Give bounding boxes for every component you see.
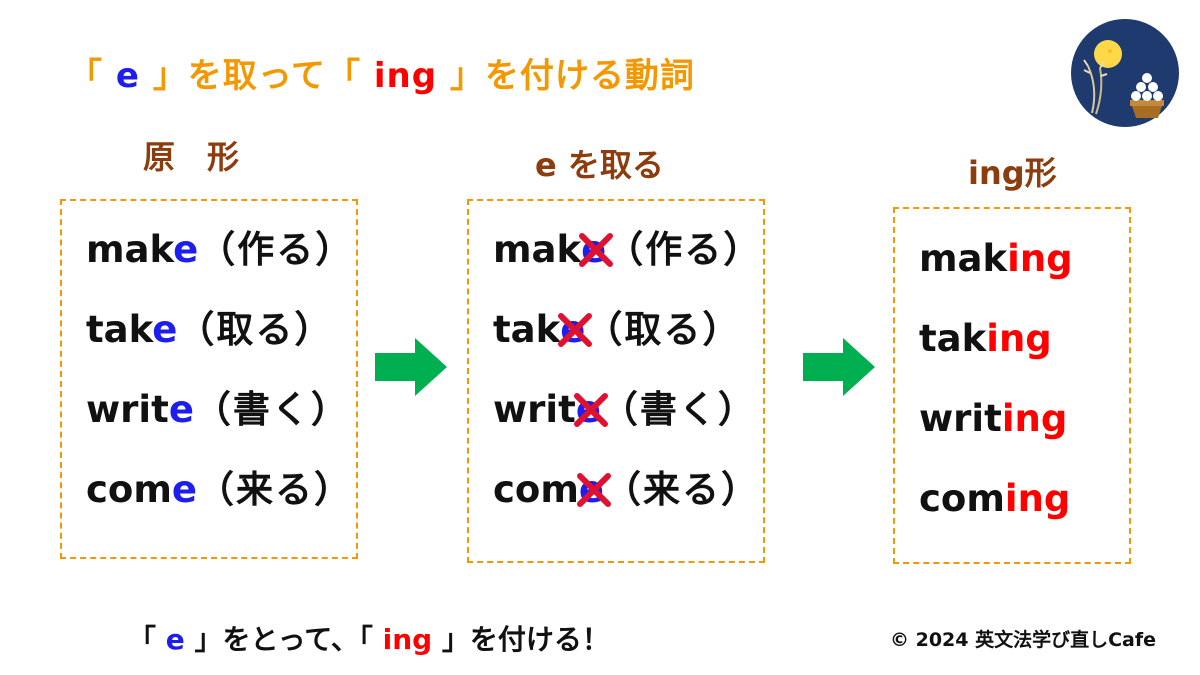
x-mark-icon [579,233,614,267]
heading-base-form: 原 形 [143,138,240,176]
x-mark-icon [573,393,608,427]
list-item: come（来る） [493,468,761,511]
page-title: 「 e 」を取って「 ing 」を付ける動詞 [68,56,695,96]
rule-summary: 「 e 」をとって、「 ing 」を付ける！ [128,623,610,656]
list-item: come（来る） [86,468,354,511]
list-item: take（取る） [493,308,742,351]
copyright-notice: © 2024 英文法学び直しCafe [890,629,1157,651]
base-form-box: make（作る） take（取る） write（書く） come（来る） [60,199,358,559]
list-item: make（作る） [493,228,763,271]
title-e: e [115,56,140,96]
moon-viewing-icon [1071,19,1179,127]
x-mark-icon [576,473,611,507]
list-item: write（書く） [493,388,757,431]
remove-e-box: make（作る） take（取る） write（書く） come（来る） [467,199,765,563]
heading-remove-e: e を取る [535,146,664,184]
title-ing: ing [373,56,438,96]
list-item: making [919,237,1073,280]
list-item: make（作る） [86,228,355,271]
list-item: take（取る） [86,308,334,351]
ing-form-box: making taking writing coming [893,207,1131,564]
x-mark-icon [558,313,593,347]
list-item: taking [919,317,1052,360]
list-item: coming [919,477,1071,520]
heading-ing-form: ing形 [968,154,1057,192]
right-arrow-icon [803,338,875,396]
list-item: writing [919,397,1068,440]
list-item: write（書く） [86,388,350,431]
right-arrow-icon [375,338,447,396]
